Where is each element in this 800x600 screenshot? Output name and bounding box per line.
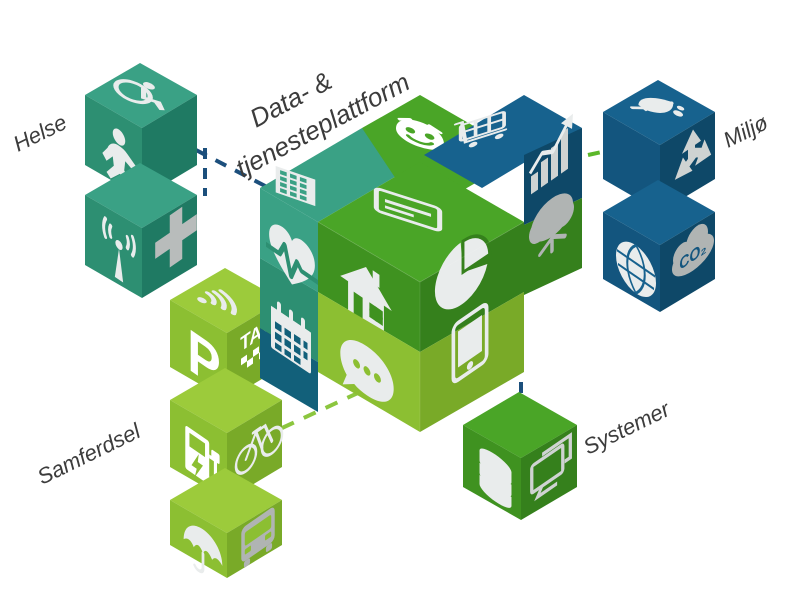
cube-miljo-top[interactable]: [603, 80, 717, 212]
cluster-helse[interactable]: Helse: [9, 63, 197, 298]
cube-samferdsel-top[interactable]: [170, 268, 282, 405]
cube-helse-bottom[interactable]: [85, 163, 197, 298]
cube-samferdsel-mid[interactable]: [170, 368, 284, 500]
face-center-top-card[interactable]: [318, 162, 524, 282]
center-platform-cube[interactable]: [260, 95, 582, 432]
cube-samferdsel-bottom[interactable]: [170, 468, 282, 589]
face-top-right-blue[interactable]: [424, 95, 582, 188]
cube-systemer[interactable]: [463, 392, 577, 520]
cube-miljo-bottom[interactable]: [603, 180, 715, 312]
